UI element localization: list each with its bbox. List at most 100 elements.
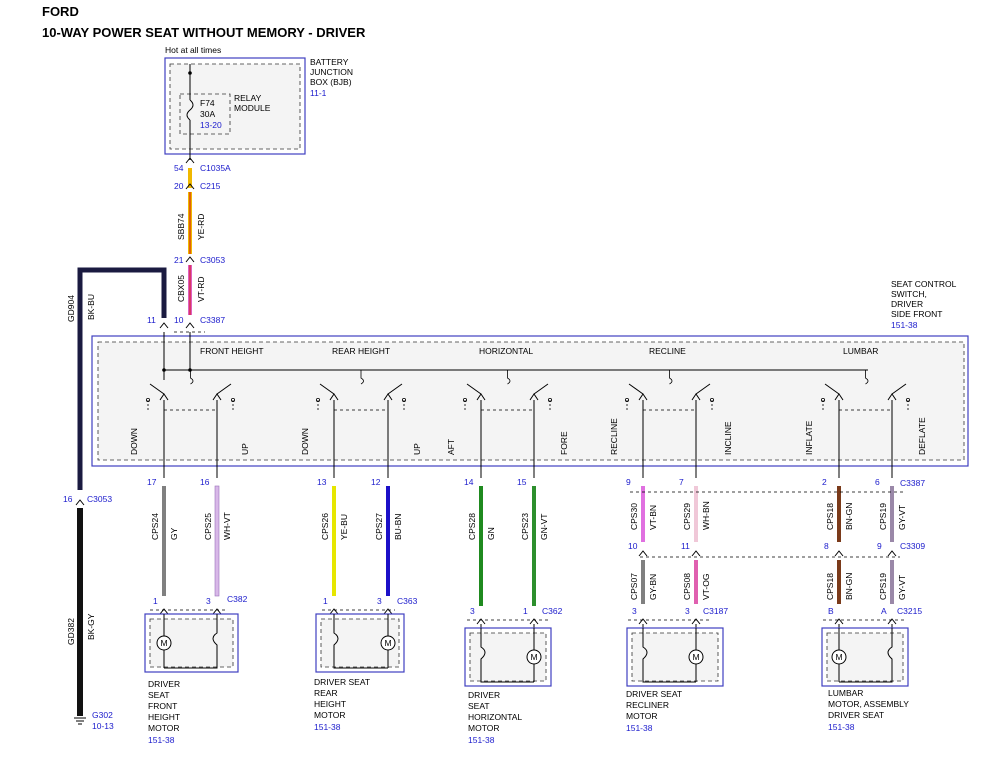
pos-up-front: UP [240, 443, 250, 455]
wire-segment [532, 486, 536, 606]
relay-label-line-1: RELAY [234, 93, 262, 103]
motor-ref-link[interactable]: 151-38 [148, 735, 175, 745]
bjb-name-line-2: JUNCTION [310, 67, 353, 77]
fuse-rating: 30A [200, 109, 215, 119]
ground-point-link[interactable]: G302 [92, 710, 113, 720]
motor-name-line-3: MOTOR [626, 711, 657, 721]
switch-feed-4 [865, 370, 869, 385]
switch-ref-link[interactable]: 151-38 [891, 320, 918, 330]
pos-fore: FORE [559, 431, 569, 455]
pin-ground-switch: 11 [147, 315, 156, 325]
conn-c3387-bottom-link[interactable]: C3387 [900, 478, 925, 488]
conn-c3187-link[interactable]: C3187 [703, 606, 728, 616]
pin-mid-7: 11 [681, 541, 690, 551]
conn-c3309-link[interactable]: C3309 [900, 541, 925, 551]
conn-c215-link[interactable]: C215 [200, 181, 221, 191]
motor-name-line-1: LUMBAR [828, 688, 863, 698]
circuit-label-lower: CPS18 [825, 573, 835, 600]
motor-name-line-5: MOTOR [148, 723, 179, 733]
color-label-upper: BN-GN [844, 503, 854, 530]
switch-contact-9 [887, 383, 911, 478]
bjb-ref-link[interactable]: 11-1 [310, 88, 327, 98]
color-label-upper: VT-BN [648, 505, 658, 530]
ground-point-ref-link[interactable]: 10-13 [92, 721, 114, 731]
bjb-name-line-1: BATTERY [310, 57, 349, 67]
motor-icon: M [156, 635, 172, 651]
color-label-upper: WH-BN [701, 501, 711, 530]
motor-name-line-1: DRIVER SEAT [626, 689, 682, 699]
circuit-label-lower: CPS19 [878, 573, 888, 600]
motor-ref-link[interactable]: 151-38 [828, 722, 855, 732]
pin-motor-7: 3 [685, 606, 690, 616]
color-bk-gy: BK-GY [86, 613, 96, 640]
section-front-height: FRONT HEIGHT [200, 346, 264, 356]
switch-contact-8 [821, 383, 844, 478]
switch-contact-7 [691, 383, 715, 478]
pin-motor-8: B [828, 606, 834, 616]
fuse-ref-link[interactable]: 13-20 [200, 120, 222, 130]
pos-up-rear: UP [412, 443, 422, 455]
pin-motor-4: 3 [470, 606, 475, 616]
circuit-label: CPS23 [520, 513, 530, 540]
circuit-label: CPS25 [203, 513, 213, 540]
conn-c3387-top-link[interactable]: C3387 [200, 315, 225, 325]
switch-contact-6 [625, 383, 648, 478]
conn-c3215-link[interactable]: C3215 [897, 606, 922, 616]
circuit-label-lower: CPS07 [629, 573, 639, 600]
pin-motor-6: 3 [632, 606, 637, 616]
conn-c3053-ground-link[interactable]: C3053 [87, 494, 112, 504]
motor-name-line-4: MOTOR [314, 710, 345, 720]
circuit-label-upper: CPS19 [878, 503, 888, 530]
motor-name-line-4: HEIGHT [148, 712, 180, 722]
pin-switch-7: 7 [679, 477, 684, 487]
pos-down-front: DOWN [129, 428, 139, 455]
motor-name-line-3: HEIGHT [314, 699, 346, 709]
wire-segment [479, 486, 483, 606]
conn-c362-link[interactable]: C362 [542, 606, 563, 616]
motor-name-line-3: HORIZONTAL [468, 712, 522, 722]
circuit-gd382: GD382 [66, 618, 76, 645]
conn-c382-link[interactable]: C382 [227, 594, 248, 604]
color-label: GN [486, 527, 496, 540]
color-label: GN-VT [539, 514, 549, 540]
pin-switch-2: 13 [317, 477, 327, 487]
switch-feed-1 [360, 370, 364, 385]
motor-name-line-2: SEAT [148, 690, 170, 700]
pos-aft: AFT [446, 439, 456, 455]
motor-ref-link[interactable]: 151-38 [626, 723, 653, 733]
pos-recline: RECLINE [609, 418, 619, 455]
motor-ref-link[interactable]: 151-38 [468, 735, 495, 745]
switch-contact-2 [315, 383, 339, 478]
pin-mid-6: 10 [628, 541, 638, 551]
conn-c1035a-link[interactable]: C1035A [200, 163, 231, 173]
pin-c3053-ground: 16 [63, 494, 73, 504]
brand-label: FORD [42, 4, 79, 19]
color-label: YE-BU [339, 514, 349, 540]
circuit-label: CPS26 [320, 513, 330, 540]
wire-segment-lower [837, 560, 841, 604]
motor-ref-link[interactable]: 151-38 [314, 722, 341, 732]
wire-segment [332, 486, 336, 596]
bjb-name-line-3: BOX (BJB) [310, 77, 352, 87]
pin-motor-5: 1 [523, 606, 528, 616]
pin-motor-9: A [881, 606, 887, 616]
circuit-sbb74: SBB74 [176, 213, 186, 240]
conn-c363-link[interactable]: C363 [397, 596, 418, 606]
conn-c3053-top-link[interactable]: C3053 [200, 255, 225, 265]
circuit-label: CPS24 [150, 513, 160, 540]
circuit-cbx05: CBX05 [176, 275, 186, 302]
switch-contact-0 [145, 383, 169, 478]
wire-segment [215, 486, 219, 596]
switch-feed-3 [669, 370, 673, 385]
wire-segment-upper [837, 486, 841, 542]
seat-control-switch: SEAT CONTROL SWITCH, DRIVER SIDE FRONT 1… [91, 279, 969, 478]
motor-name-line-1: DRIVER SEAT [314, 677, 370, 687]
pin-c3387-top: 10 [174, 315, 184, 325]
motor-icon-letter: M [836, 652, 843, 662]
